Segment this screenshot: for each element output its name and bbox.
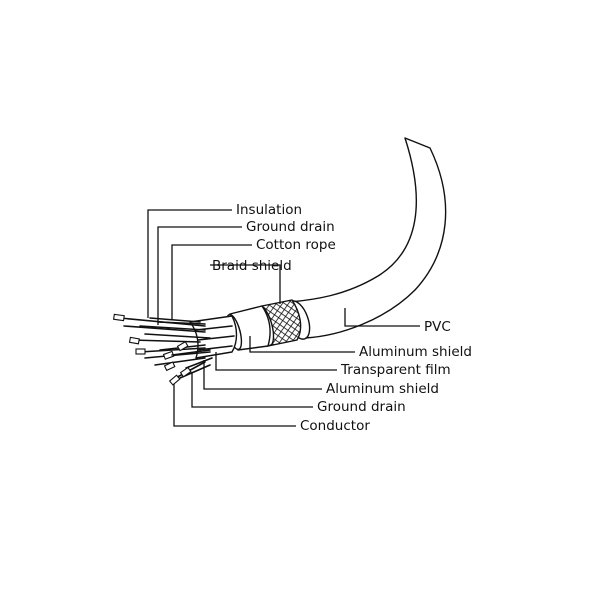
leader-braid-shield — [210, 264, 281, 304]
labels: Insulation Ground drain Cotton rope Brai… — [212, 202, 472, 434]
label-ground-drain-bottom: Ground drain — [317, 399, 406, 415]
label-transparent-film: Transparent film — [340, 362, 451, 378]
label-braid-shield: Braid shield — [212, 258, 292, 274]
leader-pvc — [344, 308, 420, 327]
leader-transparent-film — [215, 352, 337, 371]
label-aluminum-shield-1: Aluminum shield — [359, 344, 472, 360]
label-cotton-rope: Cotton rope — [256, 237, 336, 253]
label-aluminum-shield-2: Aluminum shield — [326, 381, 439, 397]
leader-ground-drain-bottom — [191, 372, 313, 408]
leader-ground-drain-top — [157, 226, 242, 325]
label-ground-drain-top: Ground drain — [246, 219, 335, 235]
label-insulation: Insulation — [236, 202, 302, 218]
label-conductor: Conductor — [300, 418, 370, 434]
leader-insulation — [147, 209, 232, 318]
leader-aluminum-shield-1 — [249, 336, 355, 353]
leader-cotton-rope — [171, 244, 252, 320]
leader-conductor — [173, 384, 296, 427]
label-pvc: PVC — [424, 319, 451, 335]
conductor-wires — [113, 313, 213, 386]
leader-aluminum-shield-2 — [203, 360, 322, 390]
leader-lines — [147, 209, 420, 427]
